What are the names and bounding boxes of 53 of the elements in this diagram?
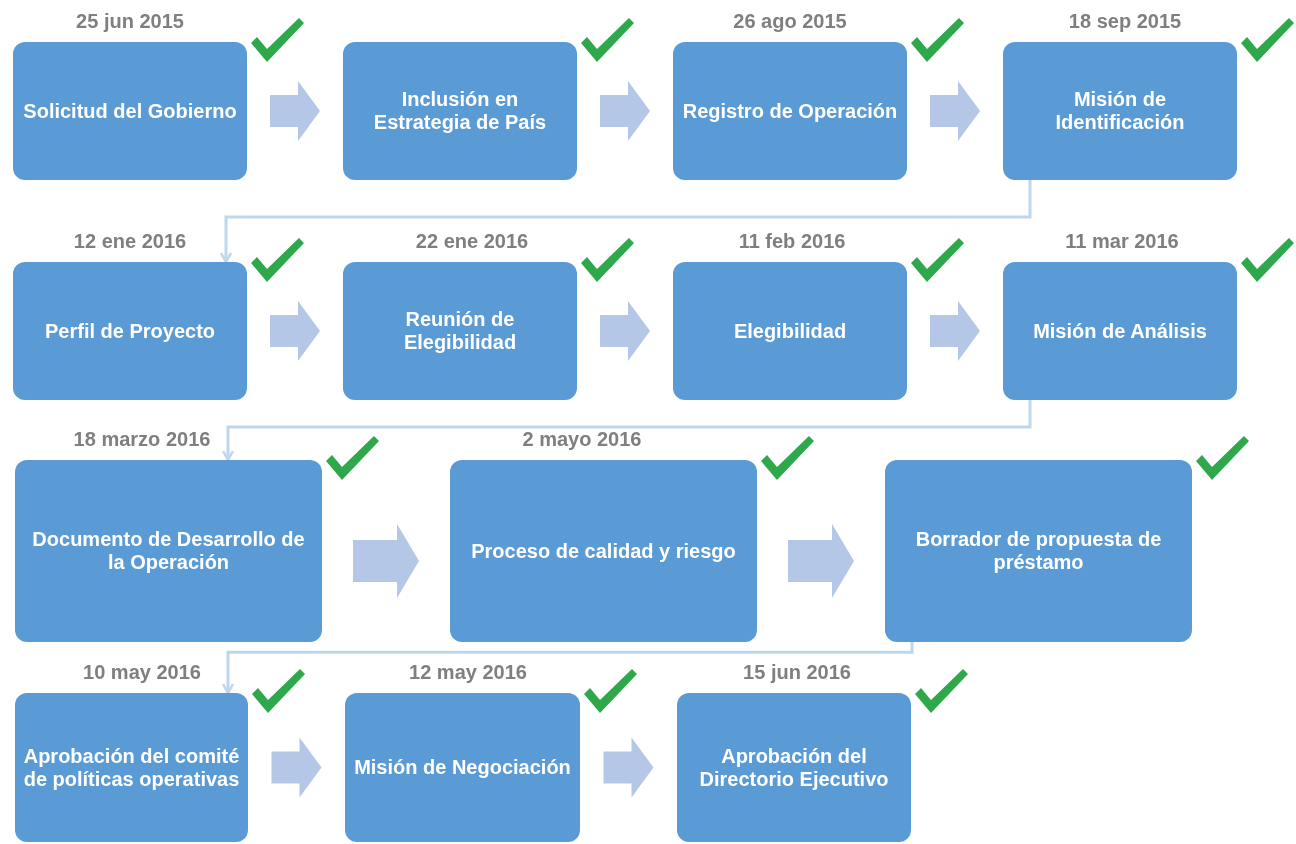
date-label: 10 may 2016 bbox=[83, 660, 201, 684]
block-arrow bbox=[930, 301, 980, 361]
connector-arrow bbox=[221, 642, 914, 695]
process-box bbox=[15, 460, 322, 642]
block-arrow bbox=[270, 81, 320, 141]
process-box bbox=[450, 460, 757, 642]
block-arrow bbox=[270, 301, 320, 361]
process-box bbox=[13, 42, 247, 180]
date-label: 15 jun 2016 bbox=[743, 660, 851, 684]
box-label: Misión de Análisis bbox=[1033, 319, 1207, 343]
process-box bbox=[673, 262, 907, 400]
box-label: Borrador de propuesta de préstamo bbox=[914, 528, 1163, 574]
box-label: Registro de Operación bbox=[682, 99, 898, 123]
date-label: 25 jun 2015 bbox=[76, 9, 184, 33]
block-arrow bbox=[603, 737, 654, 798]
box-label: Solicitud del Gobierno bbox=[23, 99, 237, 123]
block-arrow bbox=[353, 524, 419, 598]
date-label: 12 ene 2016 bbox=[73, 229, 187, 253]
block-arrow bbox=[600, 301, 650, 361]
box-label: Reunión de Elegibilidad bbox=[402, 308, 518, 354]
box-label: Perfil de Proyecto bbox=[44, 319, 216, 343]
process-box bbox=[673, 42, 907, 180]
block-arrow bbox=[600, 81, 650, 141]
process-box bbox=[13, 262, 247, 400]
connector-arrow bbox=[221, 400, 1032, 462]
box-label: Documento de Desarrollo de la Operación bbox=[31, 528, 306, 574]
date-label: 18 sep 2015 bbox=[1068, 9, 1182, 33]
date-label: 22 ene 2016 bbox=[415, 229, 529, 253]
box-label: Aprobación del Directorio Ejecutivo bbox=[698, 744, 890, 791]
process-box bbox=[343, 42, 577, 180]
process-box bbox=[343, 262, 577, 400]
block-arrow bbox=[930, 81, 980, 141]
date-label: 12 may 2016 bbox=[409, 660, 527, 684]
process-box bbox=[1003, 42, 1237, 180]
connector-arrow bbox=[219, 180, 1032, 264]
block-arrow bbox=[788, 524, 854, 598]
box-label: Inclusión en Estrategia de País bbox=[372, 88, 548, 134]
box-label: Misión de Identificación bbox=[1054, 88, 1186, 134]
process-box bbox=[885, 460, 1192, 642]
process-box bbox=[345, 693, 580, 842]
block-arrow bbox=[271, 737, 322, 798]
box-label: Misión de Negociación bbox=[354, 756, 571, 779]
date-label: 11 feb 2016 bbox=[738, 229, 846, 253]
process-box bbox=[15, 693, 248, 842]
date-label: 11 mar 2016 bbox=[1065, 229, 1179, 253]
date-label: 18 marzo 2016 bbox=[73, 427, 211, 451]
date-label: 2 mayo 2016 bbox=[522, 427, 642, 451]
box-label: Elegibilidad bbox=[733, 319, 847, 343]
box-label: Proceso de calidad y riesgo bbox=[471, 539, 736, 563]
process-box bbox=[1003, 262, 1237, 400]
process-box bbox=[677, 693, 911, 842]
date-label: 26 ago 2015 bbox=[733, 9, 847, 33]
box-label: Aprobación del comité de políticas operativas bbox=[23, 744, 240, 791]
